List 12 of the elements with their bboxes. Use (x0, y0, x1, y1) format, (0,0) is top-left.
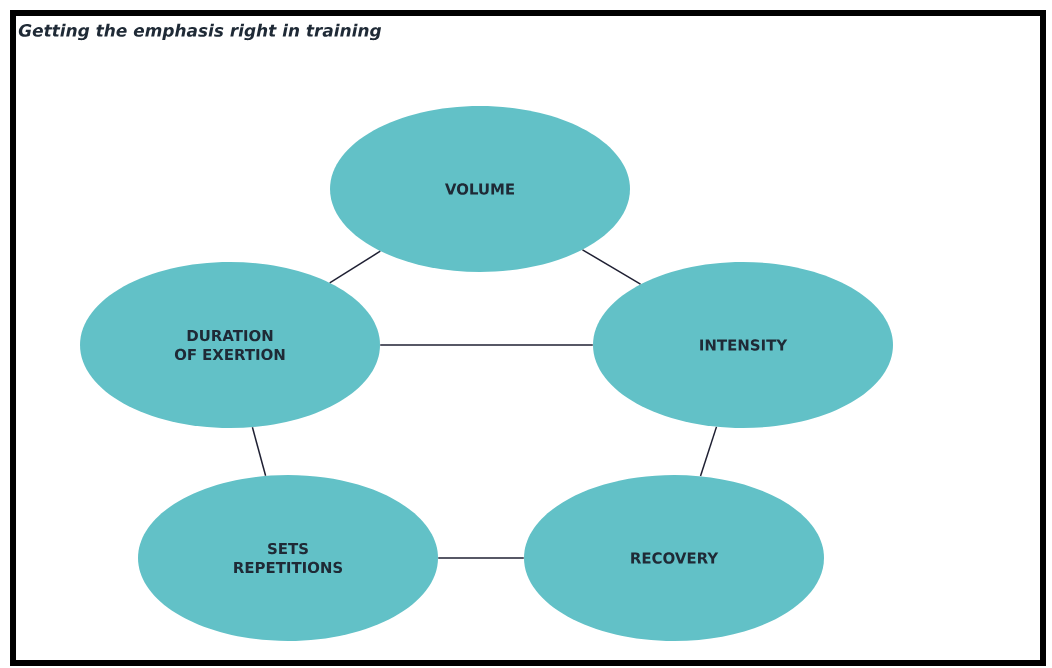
ellipse-node: DURATION OF EXERTION (80, 262, 380, 428)
title: Getting the emphasis right in training (18, 23, 382, 41)
ellipse-node: RECOVERY (524, 475, 824, 641)
ellipse-node: SETS REPETITIONS (138, 475, 438, 641)
connector-line (437, 557, 525, 559)
ellipse-node: INTENSITY (593, 262, 893, 428)
connector-line (699, 426, 718, 477)
connector-line (251, 426, 267, 477)
ellipse-node: VOLUME (330, 106, 630, 272)
connector-line (379, 344, 594, 346)
connector-line (581, 249, 642, 285)
connector-line (328, 250, 382, 284)
